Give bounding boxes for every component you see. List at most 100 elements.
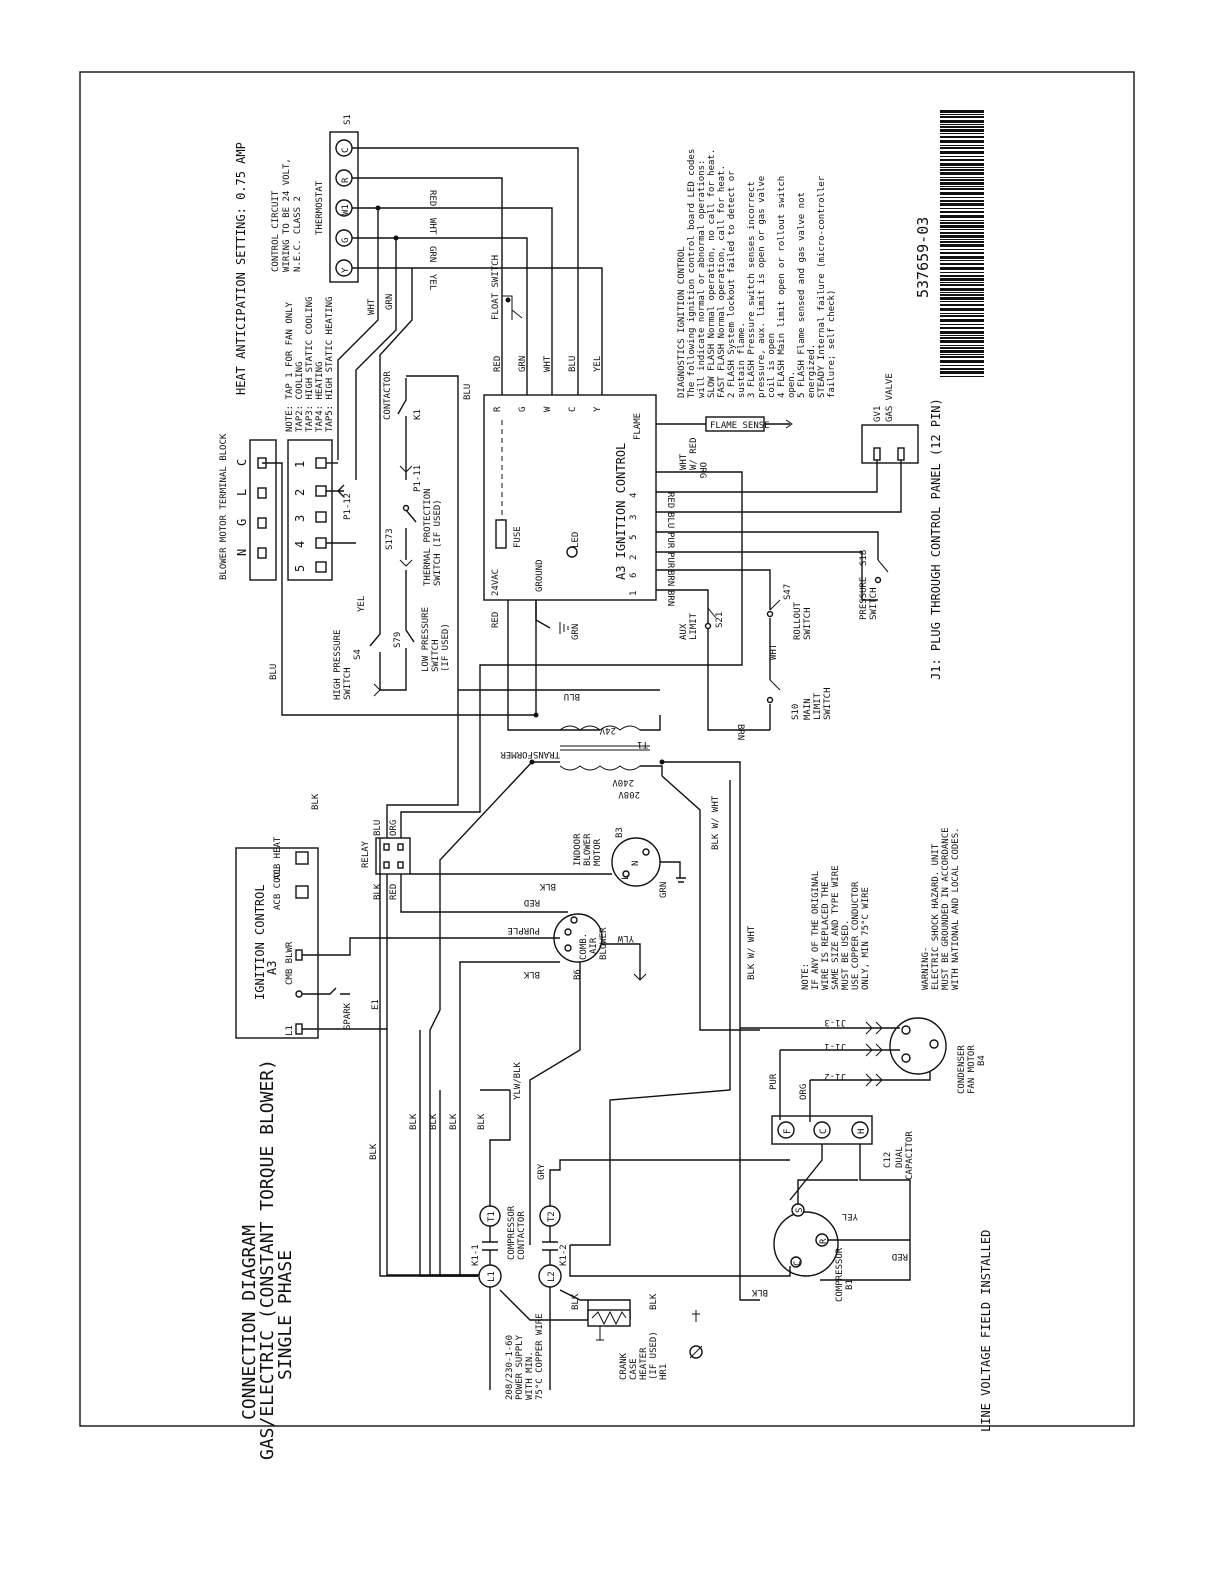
title-line-2: GAS/ELECTRIC (CONSTANT TORQUE BLOWER): [257, 1059, 278, 1460]
svg-text:RELAY: RELAY: [361, 840, 371, 868]
svg-text:ONLY, MIN 75°C WIRE: ONLY, MIN 75°C WIRE: [861, 887, 871, 990]
barcode-bar: [940, 163, 984, 166]
barcode-bar: [940, 278, 984, 281]
svg-text:energized.: energized.: [807, 344, 817, 398]
indoor-blower-motor: N L INDOOR BLOWER MOTOR B3: [573, 827, 661, 887]
svg-text:GV1: GV1: [873, 406, 883, 422]
svg-text:75°C COPPER WIRE: 75°C COPPER WIRE: [535, 1313, 545, 1400]
svg-text:AIR: AIR: [589, 937, 599, 954]
barcode-bar: [940, 136, 984, 138]
ground-icon-b3: [660, 861, 686, 883]
svg-text:3 FLASH Pressure switch sense: 3 FLASH Pressure switch senses incorrect: [747, 181, 757, 398]
barcode-bar: [940, 133, 984, 134]
condenser-fan-motor: CONDENSER FAN MOTOR B4: [889, 1017, 987, 1094]
svg-text:A3: A3: [265, 961, 279, 975]
barcode-bar: [940, 222, 984, 224]
svg-text:WITH NATIONAL AND LOCAL CODES.: WITH NATIONAL AND LOCAL CODES.: [951, 827, 961, 990]
svg-text:WHT: WHT: [769, 643, 779, 660]
barcode-bar: [940, 188, 984, 190]
svg-text:MAIN: MAIN: [803, 698, 813, 720]
svg-text:C: C: [793, 1261, 803, 1266]
wire-y: [352, 267, 603, 400]
acb-heat-terminal: [295, 851, 309, 865]
svg-text:S79: S79: [393, 632, 403, 648]
barcode-bar: [940, 252, 984, 254]
svg-text:N.E.C. CLASS 2: N.E.C. CLASS 2: [293, 196, 303, 272]
svg-text:POWER SUPPLY: POWER SUPPLY: [515, 1334, 525, 1400]
svg-text:BRN: BRN: [665, 590, 675, 606]
warning-note: WARNING- ELECTRIC SHOCK HAZARD. UNIT MUS…: [921, 827, 961, 990]
svg-text:FAST FLASH Normal operation,: FAST FLASH Normal operation, call for he…: [717, 165, 727, 398]
barcode-bar: [940, 177, 984, 178]
barcode-bar: [940, 235, 984, 238]
svg-text:IF ANY OF THE ORIGINAL: IF ANY OF THE ORIGINAL: [811, 871, 821, 990]
svg-text:FLAME SENSE: FLAME SENSE: [710, 421, 770, 431]
barcode-bar: [940, 114, 984, 115]
barcode-bar: [940, 244, 984, 247]
svg-text:R: R: [341, 177, 351, 183]
svg-text:C12: C12: [883, 1152, 893, 1168]
svg-text:F: F: [783, 1129, 793, 1134]
svg-text:208/230-1-60: 208/230-1-60: [505, 1335, 515, 1400]
barcode-bar: [940, 124, 984, 125]
svg-text:BLU: BLU: [463, 384, 473, 400]
svg-text:K1: K1: [413, 409, 423, 420]
barcode-bar: [940, 215, 984, 218]
svg-text:H: H: [857, 1129, 867, 1134]
svg-text:3: 3: [293, 515, 307, 522]
svg-text:FUSE: FUSE: [513, 526, 523, 548]
svg-text:GROUND: GROUND: [535, 559, 545, 592]
svg-text:AUX: AUX: [679, 623, 689, 640]
svg-text:pressure, aux. limit is open o: pressure, aux. limit is open or gas valv…: [757, 176, 767, 398]
svg-text:SLOW FLASH Normal operation,: SLOW FLASH Normal operation, no call for…: [707, 149, 717, 398]
wire-w: [352, 207, 553, 400]
barcode-bar: [940, 308, 984, 311]
svg-text:(IF USED): (IF USED): [441, 623, 451, 672]
compressor-contactor: T1 T2 L1 L2 K1-1 K1-2 COMPRESSOR CONTACT…: [471, 1205, 569, 1288]
barcode-bar: [940, 294, 984, 296]
svg-text:L1: L1: [285, 1025, 295, 1036]
svg-text:T2: T2: [547, 1211, 557, 1222]
barcode-bar: [940, 169, 984, 171]
svg-text:BLK: BLK: [539, 881, 556, 891]
svg-text:COMPRESSOR: COMPRESSOR: [835, 1247, 845, 1302]
float-switch-lead: [502, 295, 513, 320]
svg-text:4: 4: [629, 493, 639, 498]
svg-text:Y: Y: [593, 406, 603, 412]
barcode-bar: [940, 272, 984, 273]
svg-text:J1-2: J1-2: [824, 1071, 846, 1081]
svg-text:E1: E1: [371, 999, 381, 1010]
svg-text:BLK: BLK: [429, 1113, 439, 1130]
title-line-3: SINGLE PHASE: [275, 1250, 296, 1380]
barcode-bar: [940, 319, 984, 322]
barcode-bar: [940, 156, 984, 157]
barcode-bar: [940, 200, 984, 202]
barcode-bar: [940, 350, 984, 353]
svg-text:CONTACTOR: CONTACTOR: [517, 1211, 527, 1260]
wire-red-gv: [656, 460, 878, 493]
barcode-bar: [940, 120, 984, 123]
dual-capacitor: F C H C12 DUAL CAPACITOR: [771, 1115, 915, 1180]
svg-text:ELECTRIC SHOCK HAZARD. UNIT: ELECTRIC SHOCK HAZARD. UNIT: [931, 843, 941, 990]
barcode-bar: [940, 145, 984, 146]
svg-text:C: C: [341, 148, 351, 153]
barcode-bar: [940, 288, 984, 291]
svg-text:NOTE: TAP 1 FOR FAN ONLY: NOTE: TAP 1 FOR FAN ONLY: [285, 301, 295, 432]
barcode-bar: [940, 263, 984, 265]
svg-text:IGNITION CONTROL: IGNITION CONTROL: [253, 884, 267, 1000]
barcode-bar: [940, 179, 984, 181]
svg-text:TAP2: COOLING: TAP2: COOLING: [295, 362, 305, 432]
svg-text:2 FLASH System lockout faile: 2 FLASH System lockout failed to detect …: [727, 170, 737, 398]
barcode-bar: [940, 239, 984, 240]
svg-text:S18: S18: [859, 550, 869, 566]
svg-text:LOW PRESSURE: LOW PRESSURE: [421, 607, 431, 672]
svg-text:failure; self check): failure; self check): [827, 290, 837, 398]
barcode-bar: [940, 197, 984, 198]
svg-text:BLK: BLK: [477, 1113, 487, 1130]
wire-pur-2: [656, 551, 878, 601]
barcode-bar: [940, 110, 984, 113]
svg-text:BLK: BLK: [409, 1113, 419, 1130]
svg-text:YEL: YEL: [593, 356, 603, 372]
svg-text:C: C: [568, 407, 578, 412]
wire-yel-down: [379, 268, 413, 540]
